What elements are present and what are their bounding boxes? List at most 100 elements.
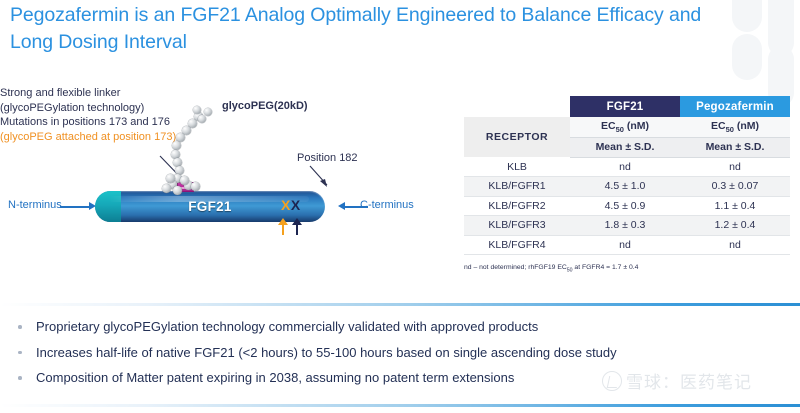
bullet-item: Proprietary glycoPEGylation technology c… xyxy=(14,318,784,336)
pegozafermin-value-cell: 1.1 ± 0.4 xyxy=(680,196,790,216)
ec50-unit: (nM) xyxy=(623,119,649,132)
mutation-arrowhead-176-icon xyxy=(292,218,302,225)
mutation-residue-176: X xyxy=(290,197,301,213)
table-corner-blank xyxy=(464,96,570,117)
glycopeg-bead-icon xyxy=(173,186,182,195)
position-182-leader-line xyxy=(309,165,328,186)
column-header-pegozafermin: Pegozafermin xyxy=(680,96,790,117)
glycopeg-bead-icon xyxy=(184,181,193,190)
glycopeg-bead-icon xyxy=(182,126,191,135)
fgf21-value-cell: 1.8 ± 0.3 xyxy=(570,215,680,236)
glycopeg-bead-icon xyxy=(180,176,189,185)
n-terminus-label: N-terminus xyxy=(8,199,62,211)
ec50-prefix: EC xyxy=(710,119,726,132)
bullet-item: Composition of Matter patent expiring in… xyxy=(14,369,784,387)
mutation-residues-label: XX xyxy=(281,197,301,213)
footnote-part1: nd – not determined; rhFGF19 EC xyxy=(464,264,567,271)
c-terminus-arrow-icon xyxy=(345,206,368,208)
table-brand-header-row: FGF21 Pegozafermin xyxy=(464,96,790,117)
table-stat-subheader-row: Mean ± S.D. Mean ± S.D. xyxy=(464,137,790,158)
subheader-stat-fgf21: Mean ± S.D. xyxy=(570,137,680,158)
slide-title: Pegozafermin is an FGF21 Analog Optimall… xyxy=(10,4,702,53)
decorative-capsule-icon xyxy=(732,34,762,80)
n-terminus-arrow-icon xyxy=(60,206,90,208)
bullet-dot-icon xyxy=(18,350,22,354)
ec50-receptor-table: FGF21 Pegozafermin RECEPTOR EC50 (nM) EC… xyxy=(464,96,790,255)
column-header-fgf21: FGF21 xyxy=(570,96,680,117)
c-terminus-arrowhead-icon xyxy=(338,202,345,210)
protein-n-terminal-cap xyxy=(95,191,121,222)
ec50-receptor-table-container: FGF21 Pegozafermin RECEPTOR EC50 (nM) EC… xyxy=(464,96,790,255)
decorative-capsule-icon xyxy=(732,0,762,32)
receptor-name-cell: KLB/FGFR4 xyxy=(464,235,570,255)
footnote-part2: at FGFR4 = 1.7 ± 0.4 xyxy=(572,264,639,271)
pegozafermin-structure-diagram: glycoPEG(20kD) Strong and flexible linke… xyxy=(0,86,460,286)
pegozafermin-value-cell: nd xyxy=(680,235,790,255)
pegozafermin-value-cell: 1.2 ± 0.4 xyxy=(680,215,790,236)
glycopeg-bead-icon xyxy=(175,166,184,175)
mutation-arrow-176-icon xyxy=(296,224,299,235)
linker-annotation: Strong and flexible linker (glycoPEGylat… xyxy=(0,86,460,115)
table-footnote: nd – not determined; rhFGF19 EC50 at FGF… xyxy=(464,264,638,273)
mutations-annotation: Mutations in positions 173 and 176 (glyc… xyxy=(0,115,460,144)
glycopeg-bead-icon xyxy=(176,133,185,142)
bullet-text: Composition of Matter patent expiring in… xyxy=(36,370,515,385)
watermark: 雪球：医药笔记 xyxy=(602,368,752,393)
divider-bottom xyxy=(0,404,800,407)
glycopeg-label: glycoPEG(20kD) xyxy=(222,100,308,112)
mutations-annotation-line2: (glycoPEG attached at position 173) xyxy=(0,130,177,143)
receptor-name-cell: KLB/FGFR3 xyxy=(464,215,570,236)
subheader-stat-pegozafermin: Mean ± S.D. xyxy=(680,137,790,158)
subheader-ec50-pegozafermin: EC50 (nM) xyxy=(680,117,790,138)
glycopeg-bead-icon xyxy=(162,184,171,193)
position-182-arrowhead-icon xyxy=(320,179,327,187)
pegozafermin-value-cell: 0.3 ± 0.07 xyxy=(680,176,790,197)
table-metric-subheader-row: RECEPTOR EC50 (nM) EC50 (nM) xyxy=(464,117,790,157)
receptor-name-cell: KLB xyxy=(464,157,570,177)
mutation-arrow-173-icon xyxy=(282,224,285,235)
receptor-name-cell: KLB/FGFR2 xyxy=(464,196,570,216)
receptor-name-cell: KLB/FGFR1 xyxy=(464,176,570,197)
row-header-receptor: RECEPTOR xyxy=(464,117,570,157)
ec50-prefix: EC xyxy=(600,119,616,132)
watermark-text: 雪球：医药笔记 xyxy=(626,373,752,393)
mutations-annotation-line1: Mutations in positions 173 and 176 xyxy=(0,116,171,128)
glycopeg-bead-icon xyxy=(168,180,177,189)
fgf21-protein-capsule: FGF21 XX xyxy=(95,191,325,222)
glycopeg-bead-icon xyxy=(166,174,175,183)
bullet-list: Proprietary glycoPEGylation technology c… xyxy=(14,318,784,395)
glycopeg-bead-icon xyxy=(173,158,182,167)
position-182-label: Position 182 xyxy=(297,152,358,164)
watermark-logo-icon xyxy=(602,370,622,391)
fgf21-value-cell: 4.5 ± 0.9 xyxy=(570,196,680,216)
fgf21-value-cell: nd xyxy=(570,157,680,177)
ec50-unit: (nM) xyxy=(733,119,759,132)
bullet-dot-icon xyxy=(18,376,22,380)
pegozafermin-value-cell: nd xyxy=(680,157,790,177)
c-terminus-label: C-terminus xyxy=(360,199,414,211)
fgf21-value-cell: 4.5 ± 1.0 xyxy=(570,176,680,197)
n-terminus-arrowhead-icon xyxy=(89,202,96,210)
fgf21-value-cell: nd xyxy=(570,235,680,255)
glycopeg-bead-icon xyxy=(193,106,201,114)
mutation-residue-173: X xyxy=(281,197,291,213)
glycopeg-bead-icon xyxy=(204,108,212,116)
linker-annotation-line2: (glycoPEGylation technology) xyxy=(0,101,145,114)
glycopeg-bead-icon xyxy=(188,119,197,128)
bullet-text: Proprietary glycoPEGylation technology c… xyxy=(36,319,539,334)
glycopeg-bead-icon xyxy=(171,150,180,159)
protein-name-label: FGF21 xyxy=(188,199,232,214)
bullet-text: Increases half-life of native FGF21 (<2 … xyxy=(36,344,617,360)
divider-top xyxy=(0,303,800,306)
footnote-subscript: 50 xyxy=(566,267,573,274)
bullet-dot-icon xyxy=(18,325,22,329)
glycopeg-bead-icon xyxy=(172,141,181,150)
subheader-ec50-fgf21: EC50 (nM) xyxy=(570,117,680,138)
